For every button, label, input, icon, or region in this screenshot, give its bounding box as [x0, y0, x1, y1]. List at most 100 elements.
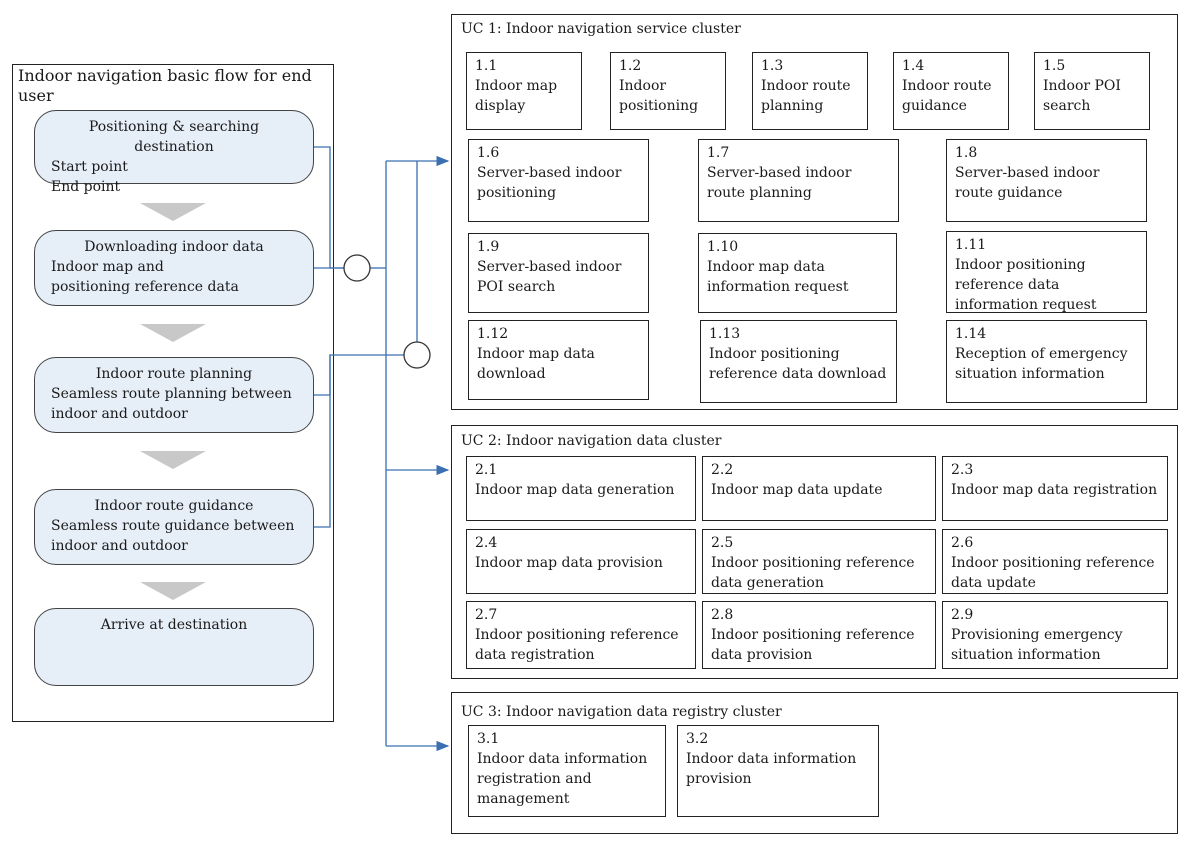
uc-label: Reception of emergency situation informa…: [955, 346, 1128, 382]
uc-number: 1.9: [477, 239, 500, 255]
uc-label: Indoor positioning reference data downlo…: [709, 346, 887, 382]
uc-number: 2.5: [711, 535, 734, 551]
uc-label: Server-based indoor positioning: [477, 165, 622, 201]
flow-step-line: Seamless route planning between: [51, 386, 292, 402]
uc-label: Indoor positioning reference data genera…: [711, 555, 915, 591]
uc-number: 1.14: [955, 326, 987, 342]
uc-label: Indoor map data generation: [475, 482, 675, 498]
uc1-title: UC 1: Indoor navigation service cluster: [461, 21, 741, 37]
flow-step-line: indoor and outdoor: [51, 538, 188, 554]
junction-circle-1: [343, 254, 371, 282]
uc-label: Indoor map data information request: [707, 259, 849, 295]
uc-label: Indoor positioning reference data inform…: [955, 257, 1097, 313]
uc-label: Indoor positioning: [619, 78, 699, 114]
uc-label: Indoor positioning reference data provis…: [711, 627, 915, 663]
flow-step-downloading: Downloading indoor data Indoor map and p…: [34, 230, 314, 306]
flow-step-route-planning: Indoor route planning Seamless route pla…: [34, 357, 314, 433]
uc-label: Indoor POI search: [1043, 78, 1121, 114]
flow-step-line: positioning reference data: [51, 279, 239, 295]
uc-number: 2.9: [951, 607, 974, 623]
flow-step-line: End point: [51, 179, 121, 195]
uc-number: 1.8: [955, 145, 978, 161]
uc-label: Server-based indoor route guidance: [955, 165, 1100, 201]
flow-step-arrive: Arrive at destination: [34, 608, 314, 686]
uc-label: Indoor map data provision: [475, 555, 663, 571]
uc-number: 2.1: [475, 462, 498, 478]
uc-number: 1.1: [475, 58, 498, 74]
uc3-title: UC 3: Indoor navigation data registry cl…: [461, 704, 782, 720]
junction-circle-2: [403, 341, 431, 369]
uc-number: 1.3: [761, 58, 784, 74]
uc-number: 2.7: [475, 607, 498, 623]
flow-step-head: Indoor route guidance: [94, 498, 254, 514]
uc-label: Indoor map data update: [711, 482, 883, 498]
uc-number: 1.2: [619, 58, 642, 74]
uc-label: Provisioning emergency situation informa…: [951, 627, 1123, 663]
flow-step-line: Seamless route guidance between: [51, 518, 295, 534]
uc-label: Server-based indoor POI search: [477, 259, 622, 295]
uc-number: 2.2: [711, 462, 734, 478]
flow-arrow-icon: [140, 203, 206, 221]
flow-step-line: Indoor map and: [51, 259, 164, 275]
connector-step3: [314, 354, 404, 396]
uc-label: Indoor positioning reference data update: [951, 555, 1155, 591]
uc-label: Indoor positioning reference data regist…: [475, 627, 679, 663]
uc-label: Indoor map data registration: [951, 482, 1158, 498]
flow-step-positioning: Positioning & searching destination Star…: [34, 110, 314, 195]
uc-number: 1.4: [902, 58, 925, 74]
flow-title: Indoor navigation basic flow for end use…: [18, 66, 312, 105]
uc-number: 1.11: [955, 237, 987, 253]
uc-label: Indoor route guidance: [902, 78, 992, 114]
uc-number: 1.12: [477, 326, 509, 342]
connector-step4: [314, 355, 331, 528]
uc-label: Indoor route planning: [761, 78, 851, 114]
uc-label: Indoor data information registration and…: [477, 751, 648, 807]
flow-step-head: Arrive at destination: [100, 617, 248, 633]
connector-step1: [314, 146, 344, 269]
uc-number: 1.6: [477, 145, 500, 161]
flow-step-head: Positioning & searching destination: [88, 119, 260, 155]
uc-number: 2.6: [951, 535, 974, 551]
flow-step-line: Start point: [51, 159, 128, 175]
uc-number: 2.4: [475, 535, 498, 551]
uc-number: 1.7: [707, 145, 730, 161]
uc-number: 1.10: [707, 239, 739, 255]
flow-arrow-icon: [140, 582, 206, 600]
uc-label: Indoor map data download: [477, 346, 595, 382]
flow-step-line: indoor and outdoor: [51, 406, 188, 422]
uc2-title: UC 2: Indoor navigation data cluster: [461, 433, 722, 449]
uc-number: 1.13: [709, 326, 741, 342]
uc-number: 3.2: [686, 731, 709, 747]
flow-step-head: Downloading indoor data: [84, 239, 264, 255]
flow-panel: [12, 64, 334, 722]
uc-label: Indoor data information provision: [686, 751, 857, 787]
uc-label: Indoor map display: [475, 78, 558, 114]
uc-number: 2.3: [951, 462, 974, 478]
flow-step-route-guidance: Indoor route guidance Seamless route gui…: [34, 489, 314, 565]
flow-step-head: Indoor route planning: [95, 366, 253, 382]
uc-number: 3.1: [477, 731, 500, 747]
